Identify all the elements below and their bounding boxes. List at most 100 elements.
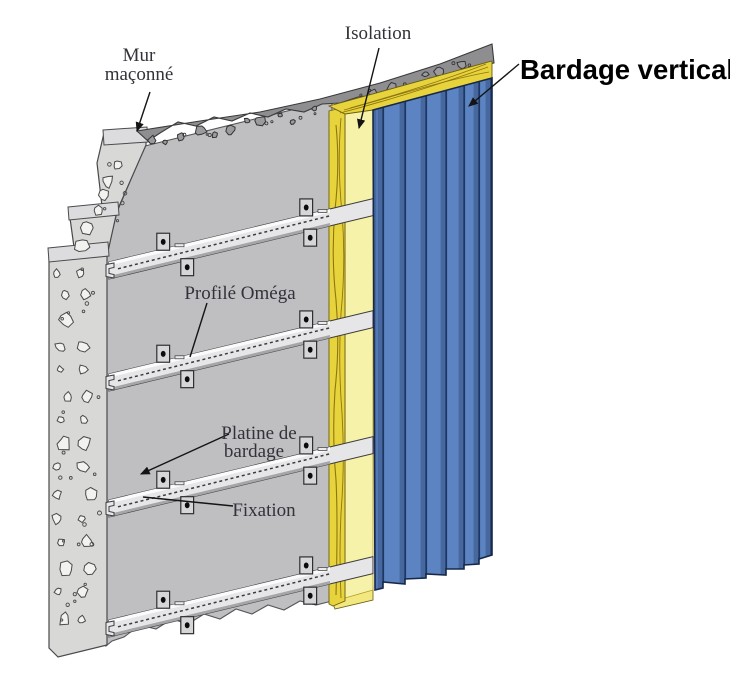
panel-seam (478, 78, 481, 590)
pebble (96, 395, 101, 399)
pebble (82, 522, 87, 527)
panel-seam (404, 78, 407, 590)
panel-rib (458, 78, 464, 590)
stone (77, 614, 87, 624)
omega-end-profile (105, 620, 115, 637)
panel-rib (485, 78, 491, 590)
pebble (60, 317, 64, 321)
stone (85, 486, 98, 501)
pebble (97, 510, 102, 516)
rail-tab (317, 567, 328, 571)
stone (76, 341, 91, 353)
rail-perforations (117, 573, 331, 628)
pebble (61, 410, 65, 414)
stone (243, 117, 251, 124)
stone (146, 134, 157, 145)
panel-rib (399, 78, 405, 590)
pebble (205, 133, 209, 136)
panel-rib (377, 78, 383, 590)
stone (56, 416, 65, 424)
pebble (73, 599, 77, 603)
bolt-dot (184, 502, 190, 509)
label-platine-de-bardage-line2: bardage (224, 441, 284, 462)
stone (93, 204, 103, 216)
bolt-dot (160, 596, 166, 603)
stone (80, 287, 92, 301)
omega-rail (105, 310, 374, 392)
pebble (81, 309, 86, 314)
label-bardage-vertical: Bardage vertical (520, 54, 730, 85)
bolt-dot (184, 376, 190, 383)
label-platine-de-bardage: Platine de (221, 423, 296, 444)
pebble (76, 542, 81, 547)
arrow-mur-maconne (135, 91, 151, 133)
omega-profiles (105, 198, 374, 638)
panel-seam (445, 78, 448, 590)
stone (311, 105, 318, 112)
label-mur-maconne-line2: maçonné (105, 64, 174, 85)
pebble (80, 267, 84, 271)
stone (102, 175, 114, 190)
vertical-cladding (372, 77, 493, 591)
panel-seam (382, 78, 385, 590)
stone (97, 188, 110, 202)
rail-highlight (109, 320, 330, 378)
omega-end-profile (105, 262, 115, 279)
panel-rib (440, 78, 446, 590)
pebble (60, 618, 64, 622)
pebble (264, 121, 269, 126)
stone (56, 364, 65, 373)
rail-highlight (109, 566, 330, 624)
bolt-dot (307, 472, 313, 479)
insulation-texture (339, 66, 489, 114)
pebble (68, 476, 73, 480)
rail-shadow (109, 580, 330, 637)
stone (113, 160, 123, 170)
stone (60, 289, 70, 301)
insulation-layer (327, 60, 493, 610)
pebble (91, 290, 95, 295)
stone (63, 390, 72, 402)
masonry-cross-section (47, 126, 149, 658)
stone (81, 389, 93, 404)
rail-tab (174, 481, 185, 486)
label-fixation: Fixation (232, 500, 296, 521)
pebble (62, 539, 65, 543)
stone (51, 489, 63, 500)
pebble (115, 219, 120, 223)
callouts (135, 47, 520, 507)
stone (77, 515, 86, 524)
line-profile-omega (189, 302, 208, 358)
pebble (83, 582, 87, 587)
pebble (120, 200, 125, 206)
pebble (84, 301, 90, 306)
insulation-texture (332, 124, 339, 596)
panel-seam (463, 78, 466, 590)
line-fixation (142, 496, 234, 507)
panel-seam (490, 78, 492, 590)
omega-rail (105, 198, 374, 280)
rail-shadow (109, 334, 330, 391)
stone (53, 587, 62, 596)
pebble (313, 112, 317, 116)
rail-highlight (109, 446, 330, 504)
pebble (61, 450, 66, 455)
rail-perforations (117, 327, 331, 382)
pebble (298, 115, 303, 120)
stone (59, 560, 73, 577)
step-cap (67, 201, 120, 221)
stone (76, 585, 89, 598)
pebble (182, 132, 187, 137)
pebble (107, 162, 112, 167)
stone (78, 364, 89, 375)
rail-tab (317, 209, 328, 213)
bolt-dot (303, 316, 309, 323)
arrow-bardage-vertical (468, 63, 520, 107)
stone (289, 119, 296, 125)
rail-highlight (109, 208, 330, 266)
label-profile-omega: Profilé Oméga (184, 283, 296, 304)
stone (254, 116, 267, 127)
stone (277, 112, 283, 118)
